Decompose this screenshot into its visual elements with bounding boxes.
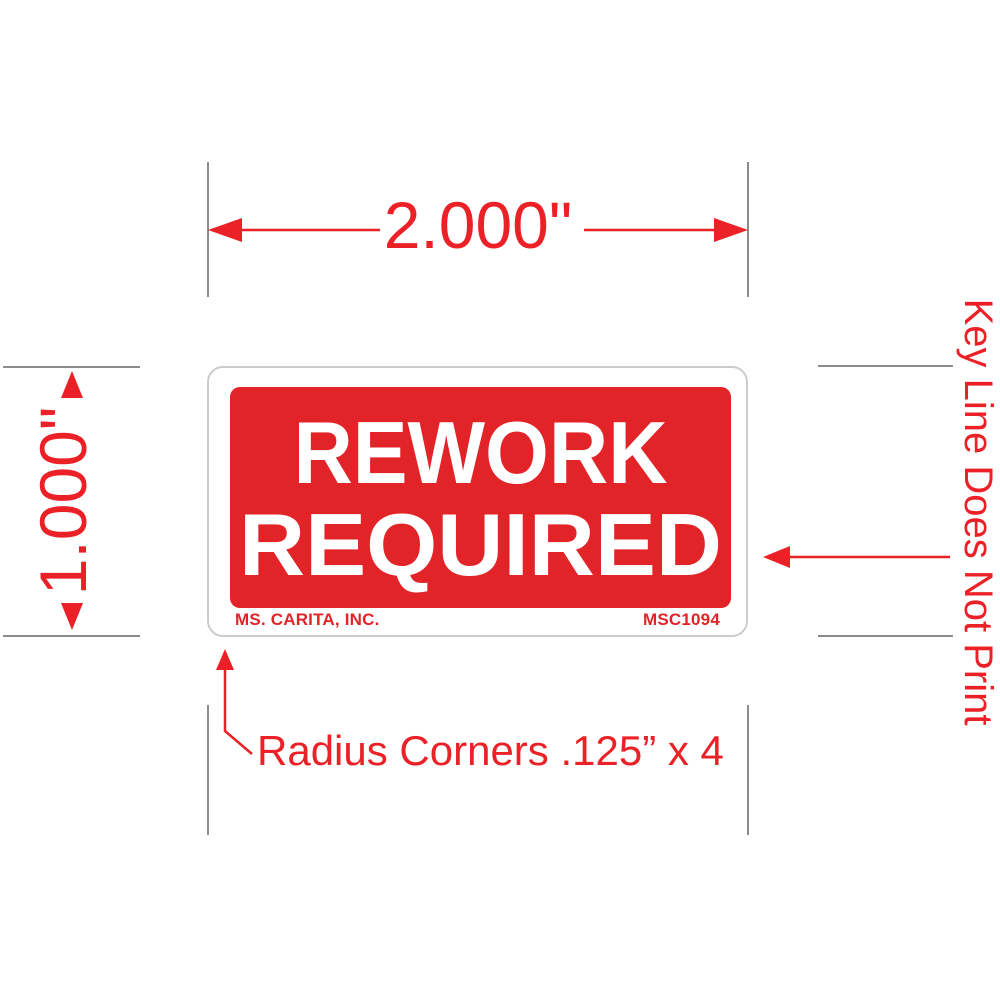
- label-footer: MS. CARITA, INC. MSC1094: [235, 611, 720, 630]
- item-number: MSC1094: [643, 610, 720, 630]
- label-artwork: REWORK REQUIRED: [230, 387, 731, 608]
- keyline-note: Key Line Does Not Print: [956, 298, 1000, 726]
- width-dimension-label: 2.000": [383, 188, 573, 262]
- radius-leader-arrow: [216, 649, 253, 755]
- guide-line-top-right: [747, 162, 749, 297]
- guide-line-top-left: [207, 162, 209, 297]
- label-line2: REQUIRED: [239, 495, 722, 594]
- label-headline: REWORK REQUIRED: [239, 403, 722, 594]
- company-name: MS. CARITA, INC.: [235, 610, 380, 630]
- radius-note: Radius Corners .125” x 4: [257, 727, 724, 774]
- height-dimension-label: 1.000": [26, 406, 100, 596]
- guide-line-bottom-left: [207, 705, 209, 835]
- guide-line-right-lower: [818, 635, 953, 637]
- label-preview: REWORK REQUIRED MS. CARITA, INC. MSC1094: [207, 366, 748, 637]
- guide-line-right-upper: [818, 365, 953, 367]
- label-line1: REWORK: [294, 403, 668, 502]
- guide-line-left-upper: [3, 366, 140, 368]
- guide-line-bottom-right: [747, 705, 749, 835]
- guide-line-left-lower: [3, 635, 140, 637]
- keyline-pointer-arrow: [763, 546, 950, 568]
